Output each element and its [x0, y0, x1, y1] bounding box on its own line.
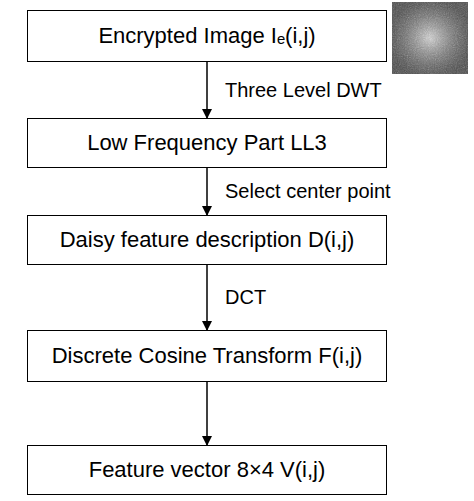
box-text: Low Frequency Part LL3 — [87, 130, 327, 156]
edge-label: DCT — [223, 286, 268, 309]
flow-arrow — [206, 168, 208, 215]
process-box: Daisy feature description D(i,j) — [27, 215, 387, 265]
process-box: Low Frequency Part LL3 — [27, 118, 387, 168]
flow-arrow — [206, 382, 208, 445]
process-box: Encrypted Image Iₑ(i,j) — [27, 10, 387, 62]
box-text: Daisy feature description D(i,j) — [60, 227, 355, 253]
box-text: Encrypted Image Iₑ(i,j) — [98, 23, 315, 49]
process-box: Feature vector 8×4 V(i,j) — [27, 445, 387, 495]
edge-label: Three Level DWT — [223, 79, 384, 102]
box-text: Discrete Cosine Transform F(i,j) — [52, 343, 363, 369]
edge-label: Select center point — [223, 180, 393, 203]
encrypted-image-thumbnail — [392, 2, 468, 74]
flow-arrow — [206, 265, 208, 330]
flow-arrow — [206, 62, 208, 118]
box-text: Feature vector 8×4 V(i,j) — [89, 457, 326, 483]
process-box: Discrete Cosine Transform F(i,j) — [27, 330, 387, 382]
